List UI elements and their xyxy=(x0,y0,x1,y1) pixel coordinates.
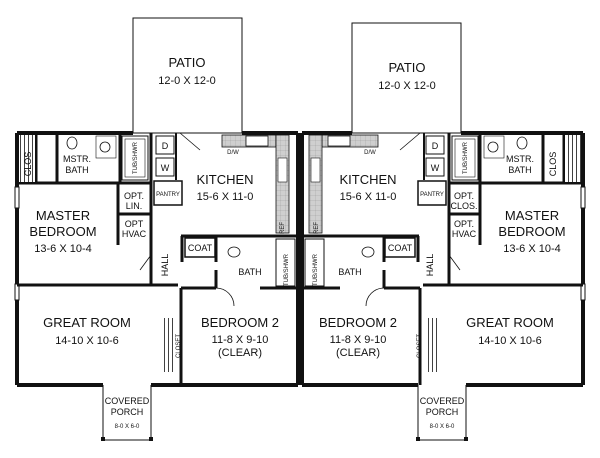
covered-porch xyxy=(102,385,152,441)
bedroom2-label: BEDROOM 2 xyxy=(201,315,279,330)
porch-label-1: COVERED xyxy=(420,396,465,406)
pantry-label: PANTRY xyxy=(420,192,444,198)
master-bedroom-label-2: BEDROOM xyxy=(498,224,565,239)
hall-label: HALL xyxy=(425,254,435,277)
pantry xyxy=(417,180,447,206)
closet-label: CLOSET xyxy=(417,334,423,358)
opt-clos-label-2: CLOS. xyxy=(450,201,477,211)
mstr-bath-label-2: BATH xyxy=(508,165,531,175)
master-bedroom-label-1: MASTER xyxy=(505,208,559,223)
master-bedroom-label-2: BEDROOM xyxy=(29,224,96,239)
opt-lin-label-2: LIN. xyxy=(126,201,143,211)
dishwasher-label: D/W xyxy=(364,150,376,156)
bath-tub xyxy=(304,238,325,287)
mstr-bath-label-2: BATH xyxy=(65,165,88,175)
interior-walls xyxy=(17,133,298,385)
opt-hvac-label-1: OPT xyxy=(125,219,144,229)
patio xyxy=(132,17,243,134)
bedroom2-dims: 11-8 X 9-10 xyxy=(212,334,269,346)
bath-label: BATH xyxy=(338,267,361,277)
unit-right: PATIO 12-0 X 12-0 xyxy=(300,22,586,441)
patio-dims: 12-0 X 12-0 xyxy=(158,75,215,87)
patio-dims: 12-0 X 12-0 xyxy=(378,80,435,92)
great-room-label: GREAT ROOM xyxy=(43,315,131,330)
pantry xyxy=(153,180,183,206)
coat-label: COAT xyxy=(188,243,213,253)
kitchen-sink xyxy=(327,135,351,147)
kitchen-label: KITCHEN xyxy=(339,172,396,187)
unit-left: PATIO 12-0 X 12-0 xyxy=(14,17,300,441)
master-toilet xyxy=(66,136,78,150)
bedroom2-label: BEDROOM 2 xyxy=(319,315,397,330)
hall-label: HALL xyxy=(160,254,170,277)
master-bedroom-dims: 13-6 X 10-4 xyxy=(503,243,560,255)
master-tub-label: TUB/SHWR xyxy=(463,141,469,174)
master-bedroom-label-1: MASTER xyxy=(36,208,90,223)
patio xyxy=(351,22,462,134)
master-closet-label: CLOS xyxy=(548,152,558,177)
master-closet-hatch xyxy=(19,135,35,182)
kitchen-counter-right xyxy=(275,134,290,234)
great-room-label: GREAT ROOM xyxy=(466,315,554,330)
exterior-walls xyxy=(300,131,585,387)
opt-hvac-label-1: OPT. xyxy=(454,219,474,229)
washer-label: W xyxy=(161,163,170,173)
coat-label: COAT xyxy=(388,243,413,253)
bedroom2-closet-hatch xyxy=(427,318,437,372)
dishwasher-label: D/W xyxy=(227,150,239,156)
washer xyxy=(425,157,445,177)
coat-closet xyxy=(184,237,216,258)
bath-tub-label: TUB/SHWR xyxy=(313,253,319,286)
bedroom2-note: (CLEAR) xyxy=(218,347,262,359)
porch-label-2: PORCH xyxy=(111,407,144,417)
pantry-label: PANTRY xyxy=(156,192,180,198)
master-bedroom-dims: 13-6 X 10-4 xyxy=(34,243,91,255)
porch-dims: 8-0 X 6-0 xyxy=(115,424,140,430)
bedroom2-closet-hatch xyxy=(163,318,173,372)
interior-walls xyxy=(302,133,583,385)
kitchen-dims: 15-6 X 11-0 xyxy=(197,191,254,203)
patio-label: PATIO xyxy=(168,55,205,70)
bath-tub xyxy=(275,238,296,287)
bath-sink xyxy=(227,246,241,258)
patio-label: PATIO xyxy=(388,60,425,75)
dryer-label: D xyxy=(432,141,439,151)
porch-label-1: COVERED xyxy=(105,396,150,406)
bath-tub-label: TUB/SHWR xyxy=(284,253,290,286)
bedroom2-dims: 11-8 X 9-10 xyxy=(330,334,387,346)
opt-hvac-label-2: HVAC xyxy=(452,229,477,239)
ref-label: REF xyxy=(280,222,286,234)
closet-label: CLOSET xyxy=(176,334,182,358)
kitchen-dims: 15-6 X 11-0 xyxy=(340,191,397,203)
opt-lin-label-1: OPT. xyxy=(124,191,144,201)
mstr-bath-label-1: MSTR. xyxy=(506,154,534,164)
dryer-label: D xyxy=(162,141,169,151)
mstr-bath-label-1: MSTR. xyxy=(63,154,91,164)
master-closet-hatch xyxy=(565,135,581,182)
kitchen-sink xyxy=(245,135,269,147)
ref-label: REF xyxy=(314,222,320,234)
great-room-dims: 14-10 X 10-6 xyxy=(478,335,542,347)
opt-hvac-label-2: HVAC xyxy=(122,229,147,239)
master-closet-label: CLOS xyxy=(23,152,33,177)
master-tub-label: TUB/SHWR xyxy=(133,141,139,174)
washer-label: W xyxy=(431,163,440,173)
kitchen-counter-left xyxy=(308,134,323,234)
great-room-dims: 14-10 X 10-6 xyxy=(55,335,119,347)
porch-dims: 8-0 X 6-0 xyxy=(430,424,455,430)
coat-closet xyxy=(384,237,416,258)
porch-label-2: PORCH xyxy=(426,407,459,417)
bath-sink xyxy=(361,246,375,258)
dryer xyxy=(155,135,175,155)
door-swings xyxy=(139,132,461,307)
bath-label: BATH xyxy=(238,267,261,277)
bedroom2-note: (CLEAR) xyxy=(336,347,380,359)
covered-porch xyxy=(417,385,467,441)
master-toilet xyxy=(516,136,528,150)
washer xyxy=(155,157,175,177)
opt-clos-label-1: OPT. xyxy=(454,191,474,201)
kitchen-label: KITCHEN xyxy=(196,172,253,187)
dryer xyxy=(425,135,445,155)
